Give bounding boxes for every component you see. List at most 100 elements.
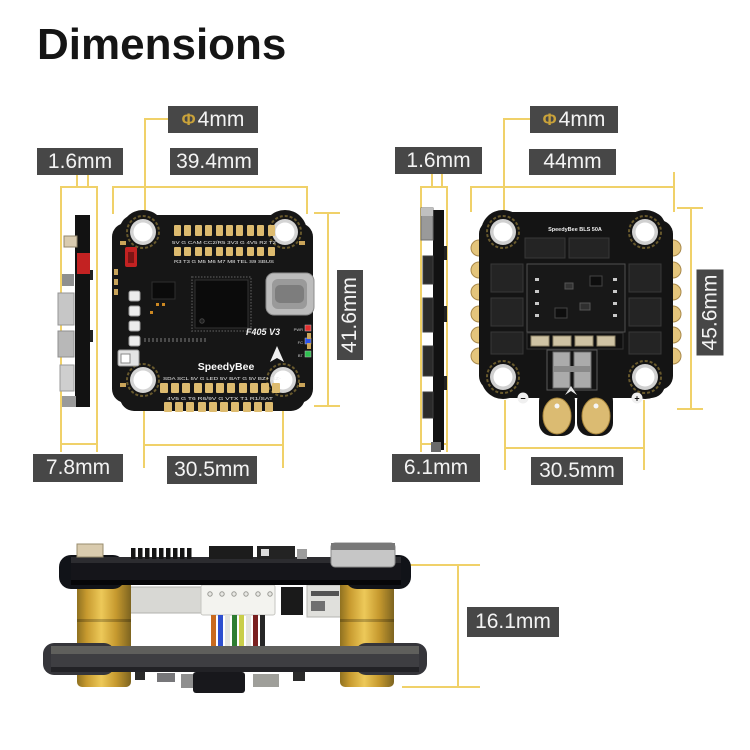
fc-side-connector [59, 364, 75, 392]
fc-pin-row-top1: 5V G CAM CC2/R5 3V3 G 4V5 R2 T2 [172, 240, 277, 245]
fc-side-width-dim-line [60, 443, 98, 445]
stack-middle-components [99, 584, 344, 651]
esc-thickness-tick-left [431, 174, 433, 186]
stack-wires [211, 615, 265, 651]
esc-side-view [420, 207, 447, 452]
esc-width-tick-left [470, 186, 472, 212]
esc-side-extension-top [420, 186, 448, 188]
esc-height-tick-bottom [677, 408, 703, 410]
fc-side-bump [90, 270, 93, 280]
fc-boot-button-inner [128, 252, 134, 263]
fc-pin-row-bottom1: SDA SCL 5V G LED 5V BAT G 5V BZ+ BZ- [163, 376, 282, 381]
esc-signal-connector [526, 332, 624, 350]
fc-width-dim-line [112, 186, 308, 188]
stack-usb-port [330, 542, 396, 568]
fc-hole-leader-h [145, 118, 168, 120]
stack-jst-connector [200, 584, 276, 616]
fc-edge-pads [114, 241, 311, 387]
esc-hole-spacing-tick-left [504, 400, 506, 470]
esc-width-tick-right [673, 172, 675, 212]
fc-width-value: 39.4mm [176, 149, 252, 173]
fc-smd-dots [150, 303, 165, 314]
esc-thickness-value: 1.6mm [406, 148, 471, 172]
esc-height-tick-top [677, 207, 703, 209]
fc-hole-diameter-label: Φ 4mm [168, 106, 258, 133]
fc-side-width-label: 7.8mm [33, 454, 123, 482]
fc-side-extension-right [96, 186, 98, 452]
esc-mounting-holes [486, 215, 662, 394]
esc-hole-leader-v [503, 118, 505, 224]
fc-pin-row-bottom2: 4V5 G T6 R6/9V G VTX T1 R1/SAT [167, 396, 273, 401]
fc-thickness-tick-right [87, 175, 89, 187]
stack-height-tick-top [400, 564, 480, 566]
fc-width-label: 39.4mm [170, 148, 258, 175]
stack-height-tick-bottom [402, 686, 480, 688]
fc-hole-leader-v [144, 118, 146, 224]
fc-thickness-label: 1.6mm [37, 148, 123, 175]
stack-top-component [76, 543, 104, 558]
fc-width-tick-left [112, 186, 114, 214]
esc-polarity-minus: − [517, 392, 529, 404]
fc-height-tick-bottom [314, 405, 340, 407]
fc-brand-text: SpeedyBee [198, 361, 255, 373]
fc-bottom-pad-rows [160, 383, 280, 412]
fc-side-bump [90, 330, 93, 342]
fc-orientation-arrow-icon [270, 346, 284, 362]
esc-side-width-label: 6.1mm [392, 454, 480, 482]
fc-height-value: 41.6mm [338, 277, 361, 353]
fc-mcu-chip [191, 276, 252, 332]
esc-side-board [433, 210, 444, 450]
stack-side-view [43, 542, 427, 693]
stack-bottom-components [135, 672, 305, 693]
page-title: Dimensions [37, 20, 287, 69]
fc-side-width-value: 7.8mm [45, 456, 111, 479]
esc-plus-icon: + [634, 394, 639, 404]
fc-top-pad-rows [174, 225, 275, 256]
esc-center-region [526, 263, 626, 333]
stack-height-dim-line [457, 564, 459, 688]
esc-hole-spacing-label: 30.5mm [531, 457, 623, 485]
esc-hole-spacing-dim-line [504, 447, 645, 449]
fc-switch [117, 349, 140, 367]
esc-hole-spacing-value: 30.5mm [539, 459, 615, 482]
fc-width-tick-right [306, 186, 308, 214]
esc-hole-diameter-value: 4mm [558, 107, 606, 131]
fc-hole-spacing-tick-right [282, 396, 284, 468]
esc-minus-icon: − [520, 394, 525, 404]
fc-buttons [128, 290, 141, 347]
fc-usb-c-port [265, 272, 315, 316]
esc-width-value: 44mm [543, 150, 602, 173]
esc-thickness-tick-right [441, 174, 443, 186]
fc-model-text: F405 V3 [246, 327, 280, 337]
esc-side-component [431, 442, 441, 452]
esc-board-title: SpeedyBee BLS 50A [548, 227, 602, 233]
fc-hole-spacing-dim-line [143, 444, 284, 446]
fc-led-bt-label: BT [298, 353, 304, 358]
esc-thickness-label: 1.6mm [395, 147, 482, 174]
fc-side-component [63, 235, 78, 248]
esc-mosfets [490, 237, 662, 355]
esc-orientation-arrow-icon [565, 386, 577, 395]
fc-side-component [62, 274, 74, 286]
fc-top-view: 5V G CAM CC2/R5 3V3 G 4V5 R2 T2 R3 T3 G … [112, 210, 315, 412]
fc-side-component [62, 396, 76, 407]
fc-side-red-component [77, 253, 90, 274]
stack-bottom-board [43, 643, 427, 675]
fc-led-bt-icon [304, 350, 312, 358]
stack-height-label: 16.1mm [467, 607, 559, 637]
esc-height-dim-line [690, 208, 692, 410]
esc-width-label: 44mm [529, 149, 616, 175]
fc-height-label: 41.6mm [337, 270, 363, 360]
esc-hole-leader-h [504, 118, 530, 120]
esc-hole-spacing-tick-right [643, 400, 645, 470]
fc-led-pwr-label: PWR [294, 327, 303, 332]
esc-capacitor-pads [546, 349, 598, 391]
esc-battery-pads [542, 397, 611, 435]
esc-polarity-plus: + [631, 392, 643, 404]
stack-top-board [59, 542, 411, 589]
esc-phi-symbol: Φ [542, 109, 557, 129]
esc-side-components [422, 255, 434, 419]
fc-hole-diameter-value: 4mm [197, 107, 245, 131]
esc-width-dim-line [470, 186, 675, 188]
